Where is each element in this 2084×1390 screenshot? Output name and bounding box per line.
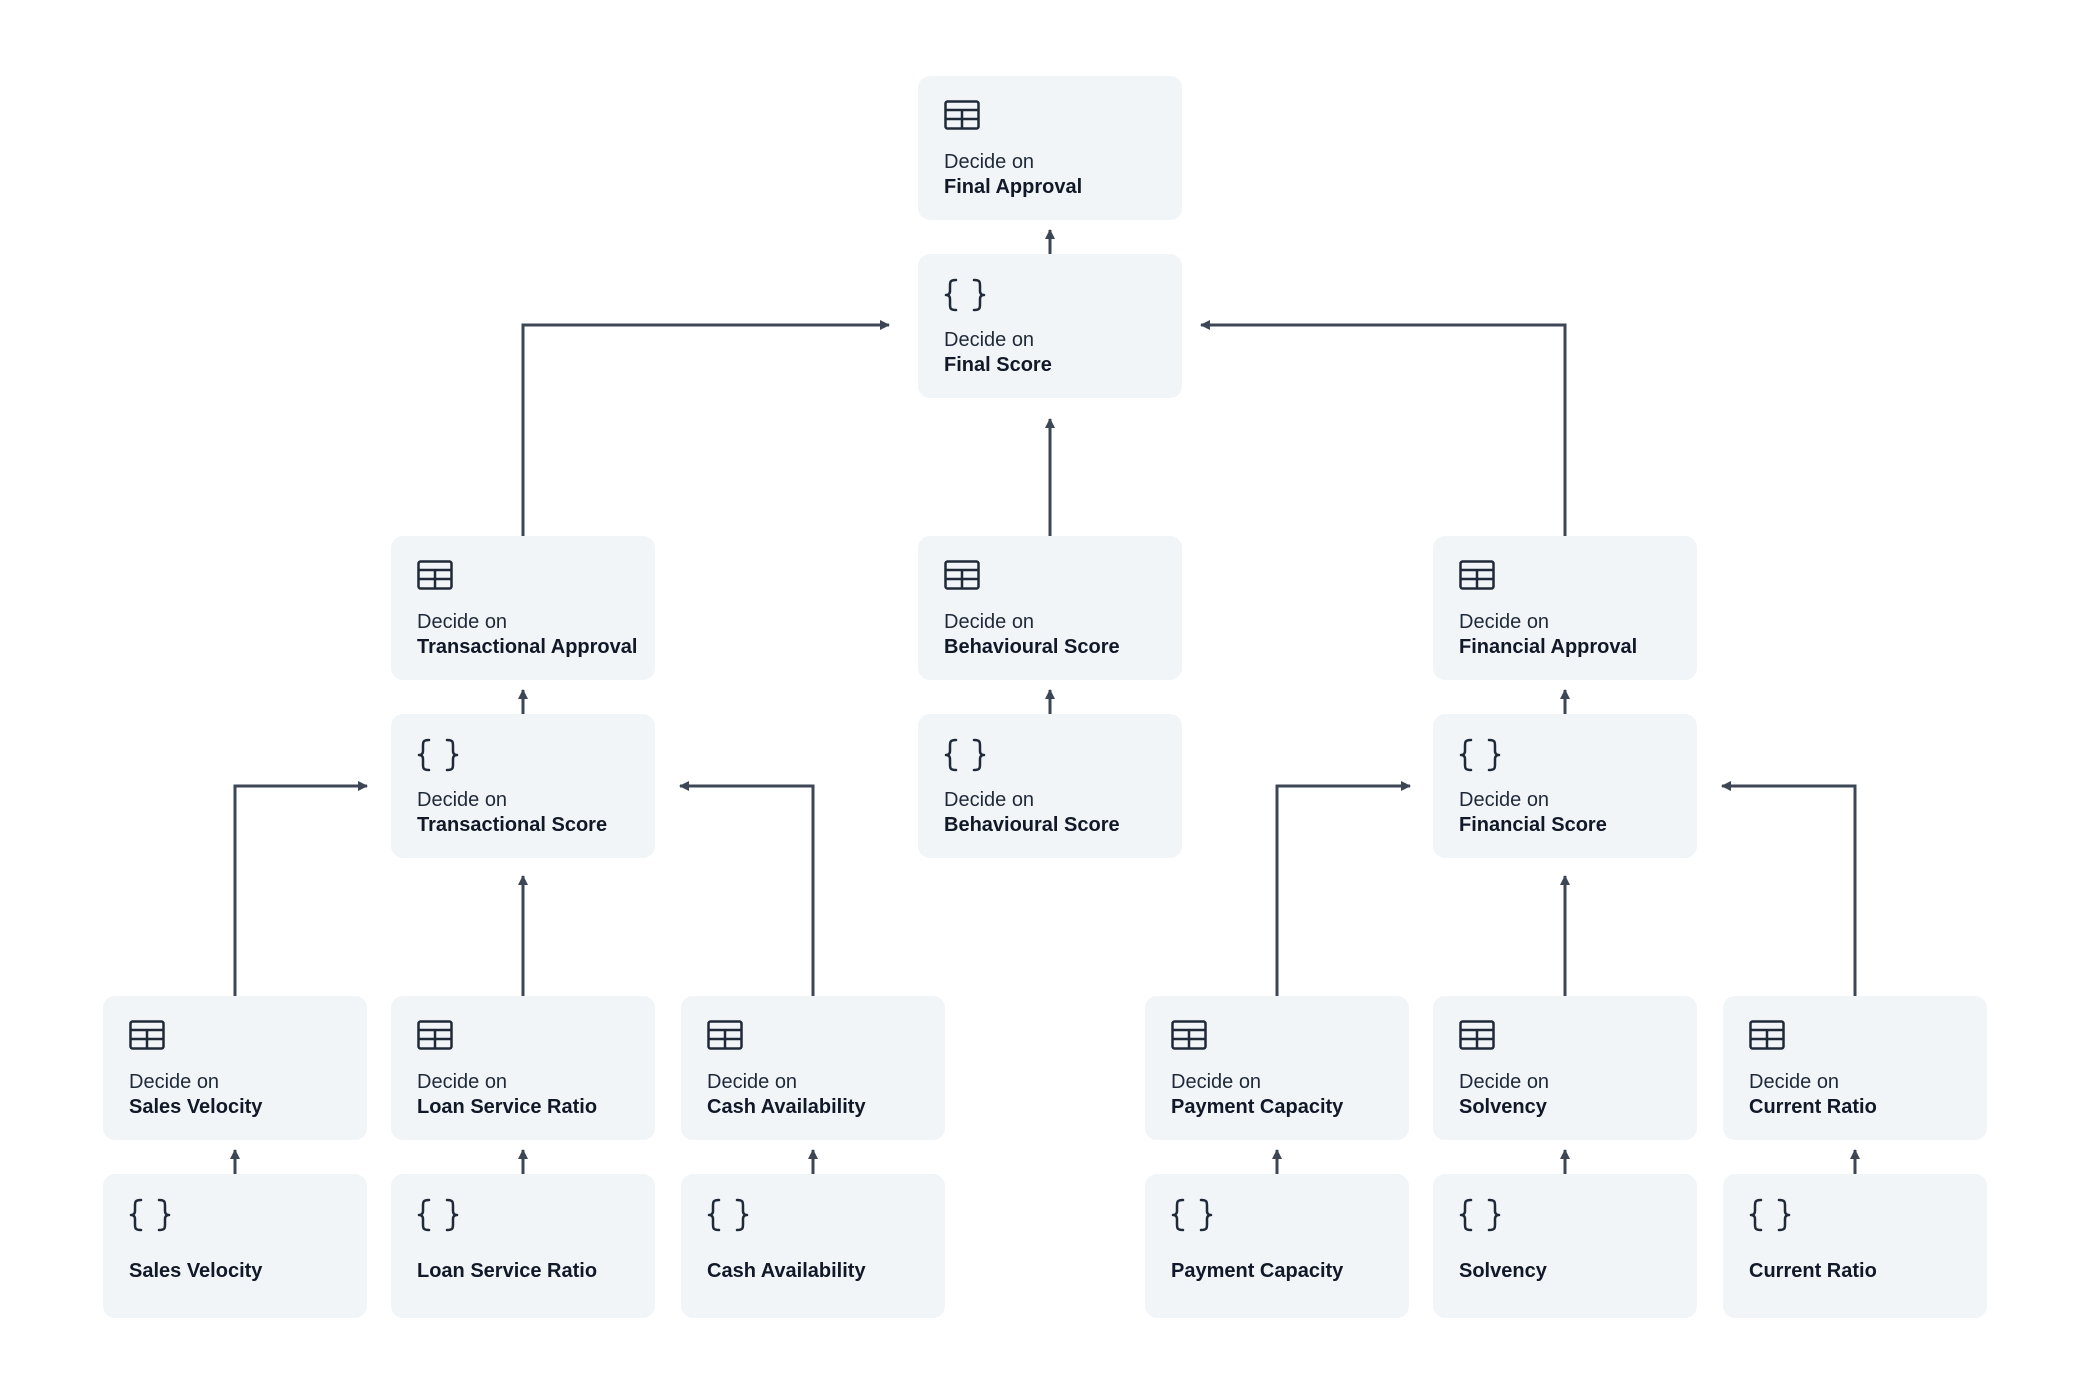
braces-icon: [1171, 1198, 1213, 1232]
node-title: Sales Velocity: [129, 1260, 263, 1282]
node-sales-velocity[interactable]: Sales Velocity: [103, 1174, 367, 1318]
node-prefix: Decide on: [1459, 789, 1550, 811]
node-title: Financial Approval: [1459, 636, 1638, 658]
node-prefix: Decide on: [944, 611, 1035, 633]
node-final-score[interactable]: Decide on Final Score: [918, 254, 1182, 398]
node-prefix: Decide on: [1749, 1071, 1840, 1093]
node-financial-score[interactable]: Decide on Financial Score: [1433, 714, 1697, 858]
node-decide-solvency[interactable]: Decide on Solvency: [1433, 996, 1697, 1140]
node-prefix: Decide on: [417, 611, 508, 633]
node-title: Current Ratio: [1749, 1260, 1877, 1282]
node-prefix: Decide on: [1459, 611, 1550, 633]
edge-financial-approval-to-final-score: [1200, 320, 1567, 536]
node-title: Cash Availability: [707, 1260, 866, 1282]
table-icon: [1459, 560, 1495, 592]
node-prefix: Decide on: [417, 789, 508, 811]
braces-icon: [129, 1198, 171, 1232]
node-title: Solvency: [1459, 1260, 1547, 1282]
edge-cash-availability-to-transactional-score: [679, 781, 815, 996]
node-title: Financial Score: [1459, 814, 1607, 836]
table-icon: [417, 1020, 453, 1052]
edge-payment-capacity-to-financial-score: [1275, 781, 1411, 996]
braces-icon: [1749, 1198, 1791, 1232]
node-title: Payment Capacity: [1171, 1096, 1344, 1118]
node-loan-service-ratio[interactable]: Loan Service Ratio: [391, 1174, 655, 1318]
node-behavioural-score-expression[interactable]: Decide on Behavioural Score: [918, 714, 1182, 858]
edge-transactional-approval-to-final-score: [521, 320, 890, 536]
node-title: Payment Capacity: [1171, 1260, 1344, 1282]
table-icon: [1171, 1020, 1207, 1052]
node-decide-sales-velocity[interactable]: Decide on Sales Velocity: [103, 996, 367, 1140]
table-icon: [707, 1020, 743, 1052]
node-current-ratio[interactable]: Current Ratio: [1723, 1174, 1987, 1318]
table-icon: [944, 100, 980, 132]
node-prefix: Decide on: [129, 1071, 220, 1093]
table-icon: [129, 1020, 165, 1052]
node-title: Loan Service Ratio: [417, 1260, 598, 1282]
node-decide-cash-availability[interactable]: Decide on Cash Availability: [681, 996, 945, 1140]
node-title: Transactional Approval: [417, 636, 638, 658]
table-icon: [944, 560, 980, 592]
node-title: Behavioural Score: [944, 636, 1120, 658]
node-prefix: Decide on: [1459, 1071, 1550, 1093]
braces-icon: [1459, 1198, 1501, 1232]
node-prefix: Decide on: [944, 329, 1035, 351]
node-decide-current-ratio[interactable]: Decide on Current Ratio: [1723, 996, 1987, 1140]
node-prefix: Decide on: [707, 1071, 798, 1093]
braces-icon: [944, 738, 986, 772]
node-title: Final Score: [944, 354, 1052, 376]
table-icon: [1459, 1020, 1495, 1052]
edge-current-ratio-to-financial-score: [1721, 781, 1857, 996]
node-prefix: Decide on: [417, 1071, 508, 1093]
node-title: Current Ratio: [1749, 1096, 1877, 1118]
node-title: Cash Availability: [707, 1096, 866, 1118]
node-behavioural-score-table[interactable]: Decide on Behavioural Score: [918, 536, 1182, 680]
node-prefix: Decide on: [944, 151, 1035, 173]
node-prefix: Decide on: [944, 789, 1035, 811]
braces-icon: [707, 1198, 749, 1232]
table-icon: [417, 560, 453, 592]
node-title: Final Approval: [944, 176, 1083, 198]
table-icon: [1749, 1020, 1785, 1052]
node-final-approval[interactable]: Decide on Final Approval: [918, 76, 1182, 220]
node-transactional-score[interactable]: Decide on Transactional Score: [391, 714, 655, 858]
node-payment-capacity[interactable]: Payment Capacity: [1145, 1174, 1409, 1318]
node-decide-loan-service-ratio[interactable]: Decide on Loan Service Ratio: [391, 996, 655, 1140]
node-financial-approval[interactable]: Decide on Financial Approval: [1433, 536, 1697, 680]
braces-icon: [417, 1198, 459, 1232]
node-transactional-approval[interactable]: Decide on Transactional Approval: [391, 536, 655, 680]
node-title: Behavioural Score: [944, 814, 1120, 836]
braces-icon: [1459, 738, 1501, 772]
node-solvency[interactable]: Solvency: [1433, 1174, 1697, 1318]
node-title: Solvency: [1459, 1096, 1547, 1118]
node-title: Sales Velocity: [129, 1096, 263, 1118]
node-decide-payment-capacity[interactable]: Decide on Payment Capacity: [1145, 996, 1409, 1140]
braces-icon: [944, 278, 986, 312]
node-prefix: Decide on: [1171, 1071, 1262, 1093]
braces-icon: [417, 738, 459, 772]
node-title: Transactional Score: [417, 814, 608, 836]
node-title: Loan Service Ratio: [417, 1096, 598, 1118]
node-cash-availability[interactable]: Cash Availability: [681, 1174, 945, 1318]
edge-sales-velocity-to-transactional-score: [233, 781, 368, 996]
